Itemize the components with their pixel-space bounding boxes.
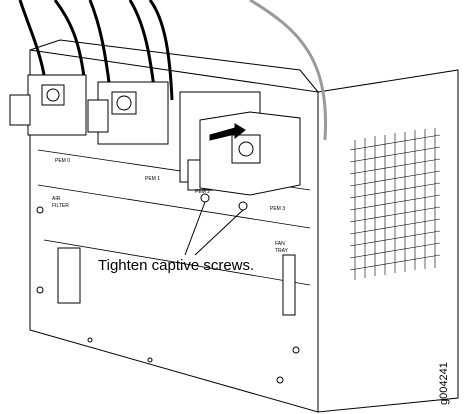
- pem-3-module-inserting: [199, 111, 301, 196]
- label-pem1: PEM 1: [145, 176, 160, 182]
- side-vent-grid: [349, 128, 441, 280]
- label-pem2: PEM 2: [195, 189, 210, 195]
- leader-line-left: [184, 201, 206, 256]
- captive-screw-right: [238, 201, 248, 211]
- label-fan: FAN: [275, 241, 285, 247]
- leader-line-right: [194, 209, 244, 256]
- label-pem3: PEM 3: [270, 206, 285, 212]
- pem-1-module: [87, 81, 169, 145]
- callout-text: Tighten captive screws.: [98, 257, 255, 274]
- label-tray: TRAY: [275, 248, 289, 254]
- lower-panel-cutout: [57, 247, 81, 304]
- pem-0-module: [9, 74, 87, 136]
- figure-id: g004241: [438, 362, 450, 405]
- label-air: AIR: [52, 196, 61, 202]
- label-pem0: PEM 0: [55, 158, 70, 164]
- captive-screw-left: [200, 193, 210, 203]
- insertion-arrow: [209, 123, 246, 141]
- label-filter: FILTER: [52, 203, 69, 209]
- chassis-side-panel: [317, 69, 459, 413]
